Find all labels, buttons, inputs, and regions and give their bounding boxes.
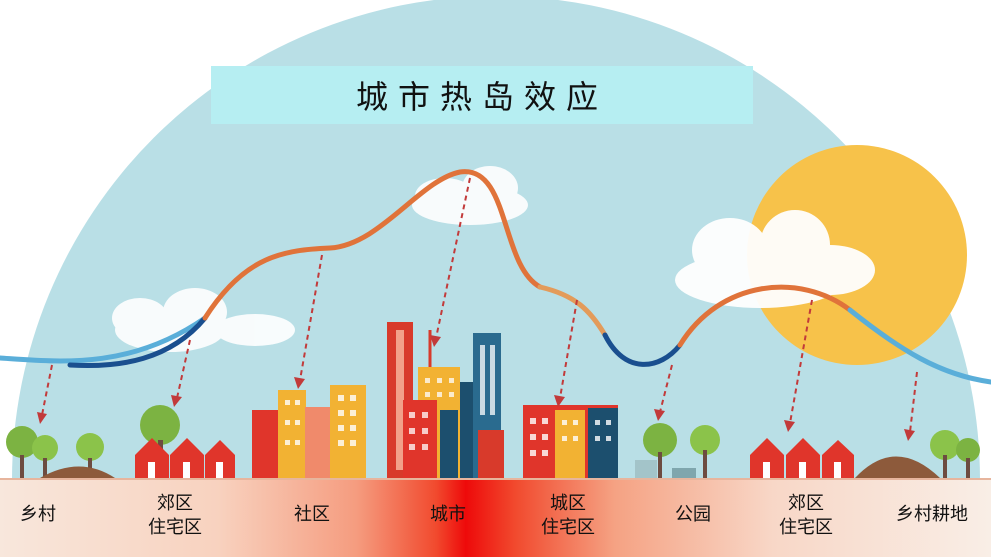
tree-icon xyxy=(855,430,980,478)
zone-label-suburban-residential-2: 郊区 住宅区 xyxy=(779,493,833,538)
cloud-icon xyxy=(675,210,875,308)
title-banner: 城市热岛效应 xyxy=(211,66,753,124)
diagram-title: 城市热岛效应 xyxy=(355,78,608,116)
tree-icon xyxy=(6,426,115,478)
zone-band xyxy=(0,478,991,557)
building-group-community xyxy=(252,385,366,478)
zone-label-rural-farmland: 乡村耕地 xyxy=(896,504,968,525)
cloud-icon xyxy=(112,288,295,352)
zone-label-community: 社区 xyxy=(294,504,330,525)
zone-label-park: 公园 xyxy=(675,504,711,525)
house-icon xyxy=(135,438,235,478)
heat-arrow-group xyxy=(37,177,918,441)
temperature-curve xyxy=(0,169,991,385)
zone-label-urban-residential: 城区 住宅区 xyxy=(541,493,595,538)
house-icon xyxy=(750,438,854,478)
zone-label-city: 城市 xyxy=(430,504,466,525)
zone-label-rural: 乡村 xyxy=(20,504,56,525)
tree-icon xyxy=(635,423,720,478)
building-group-city xyxy=(387,322,504,478)
building-group-urban-residential xyxy=(523,405,618,478)
zone-label-suburban-residential: 郊区 住宅区 xyxy=(148,493,202,538)
